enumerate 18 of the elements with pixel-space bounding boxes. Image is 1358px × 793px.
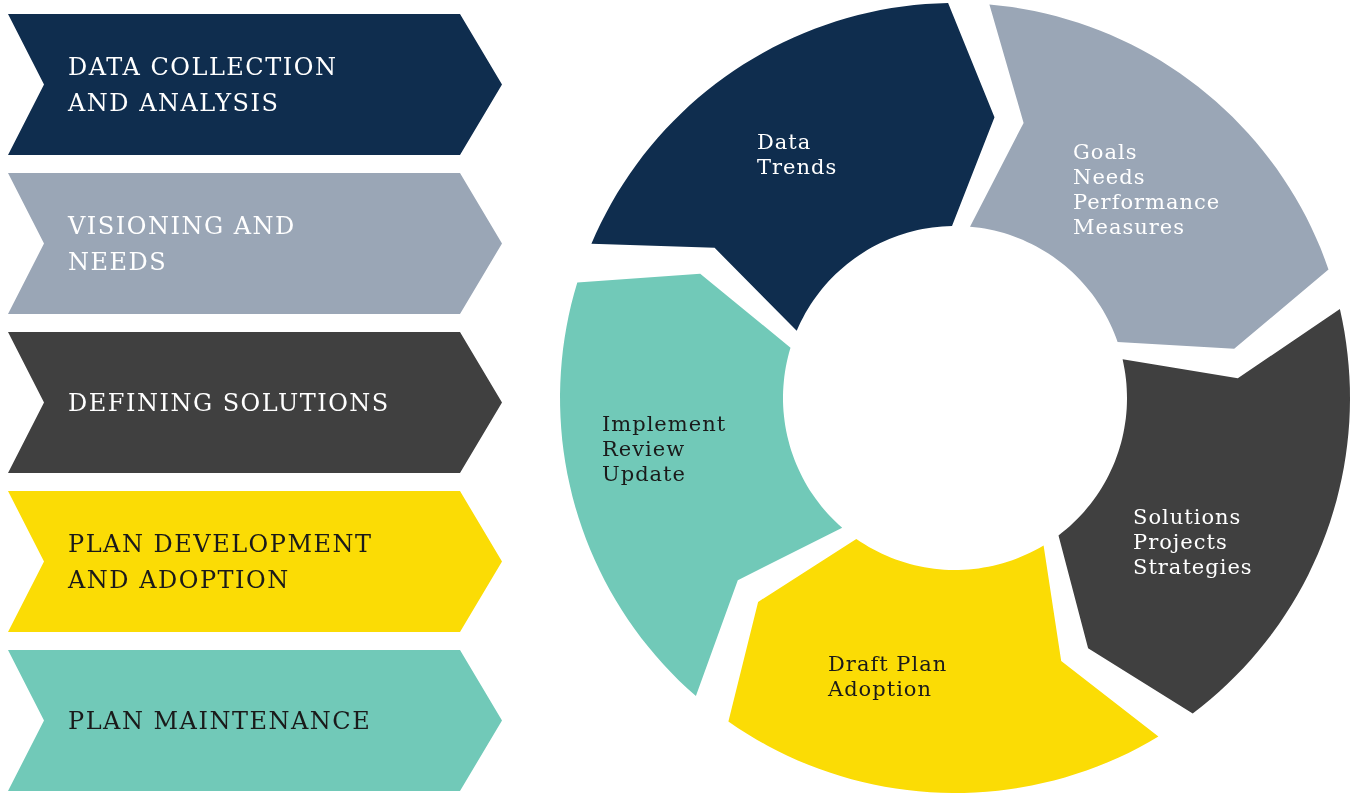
step-label: VISIONING AND NEEDS bbox=[68, 211, 296, 276]
segment-label: Performance Measures bbox=[1073, 190, 1222, 240]
step-label: PLAN DEVELOPMENT AND ADOPTION bbox=[68, 529, 373, 594]
segment-label: Strategies bbox=[1133, 555, 1254, 580]
segment-label: Draft Plan bbox=[828, 652, 949, 677]
segment-label: Goals bbox=[1073, 140, 1139, 165]
segment-label: Update bbox=[602, 462, 687, 487]
segment-label: Needs bbox=[1073, 165, 1147, 190]
segment-label: Implement bbox=[602, 412, 728, 437]
segment-label: Review bbox=[602, 437, 687, 462]
segment-label: Solutions bbox=[1133, 505, 1243, 530]
segment-label: Trends bbox=[757, 155, 839, 180]
segment-label: Data bbox=[757, 130, 813, 155]
segment-label: Projects bbox=[1133, 530, 1229, 555]
step-label: DEFINING SOLUTIONS bbox=[68, 388, 390, 417]
segment-label: Adoption bbox=[828, 677, 934, 702]
step-label: PLAN MAINTENANCE bbox=[68, 706, 372, 735]
step-label: DATA COLLECTION AND ANALYSIS bbox=[68, 52, 338, 117]
